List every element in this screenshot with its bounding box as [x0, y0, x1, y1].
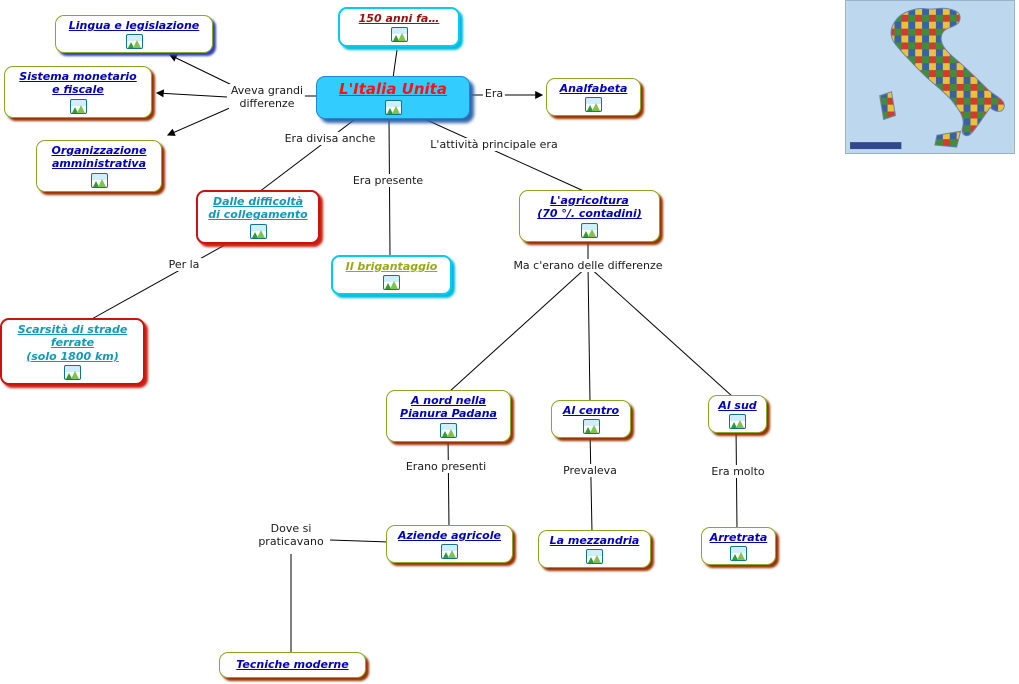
node-italia-unita-label: L'Italia Unita — [339, 80, 447, 98]
node-agricoltura[interactable]: L'agricoltura (70 °/. contadini) — [519, 190, 660, 242]
picture-resource-icon[interactable] — [90, 172, 108, 188]
picture-resource-icon[interactable] — [384, 100, 402, 116]
picture-resource-icon[interactable] — [64, 365, 81, 381]
node-al-centro[interactable]: Al centro — [551, 400, 631, 439]
picture-resource-icon[interactable] — [582, 419, 600, 435]
link-phrase-aveva: Aveva grandi differenze — [228, 84, 306, 111]
node-lingua-legislazione[interactable]: Lingua e legislazione — [55, 15, 213, 54]
node-tecniche-moderne-label: Tecniche moderne — [236, 658, 349, 672]
picture-resource-icon[interactable] — [383, 275, 400, 291]
node-al-sud[interactable]: Al sud — [708, 395, 767, 434]
node-agricoltura-label: L'agricoltura (70 °/. contadini) — [537, 194, 642, 221]
node-al-centro-label: Al centro — [562, 404, 620, 417]
link-phrase-dove-si: Dove si praticavano — [256, 522, 326, 549]
link-phrase-prevaleva: Prevaleva — [561, 464, 619, 478]
picture-resource-icon[interactable] — [441, 544, 458, 560]
node-150-anni-fa-label: 150 anni fa… — [358, 12, 440, 25]
node-difficolta-collegamento-label: Dalle difficoltà di collegamento — [208, 195, 308, 222]
node-scarsita-strade-label: Scarsità di strade ferrate (solo 1800 km… — [17, 323, 128, 363]
picture-resource-icon[interactable] — [390, 27, 408, 43]
node-arretrata[interactable]: Arretrata — [701, 527, 776, 566]
picture-resource-icon[interactable] — [69, 98, 87, 114]
picture-resource-icon[interactable] — [581, 222, 598, 238]
node-analfabeta[interactable]: Analfabeta — [546, 78, 641, 117]
link-phrase-era-presente: Era presente — [350, 174, 426, 188]
node-150-anni-fa[interactable]: 150 anni fa… — [338, 7, 460, 48]
node-difficolta-collegamento[interactable]: Dalle difficoltà di collegamento — [196, 190, 320, 244]
link-phrase-era-molto: Era molto — [709, 465, 767, 479]
node-tecniche-moderne[interactable]: Tecniche moderne — [219, 652, 366, 678]
node-arretrata-label: Arretrata — [709, 531, 768, 544]
link-phrase-erano-presenti: Erano presenti — [403, 460, 489, 474]
node-sistema-monetario-label: Sistema monetario e fiscale — [19, 70, 137, 97]
node-scarsita-strade[interactable]: Scarsità di strade ferrate (solo 1800 km… — [0, 318, 145, 386]
node-lingua-legislazione-label: Lingua e legislazione — [68, 19, 200, 32]
node-nord-pianura-padana-label: A nord nella Pianura Padana — [400, 394, 497, 421]
node-nord-pianura-padana[interactable]: A nord nella Pianura Padana — [386, 390, 511, 442]
picture-resource-icon[interactable] — [730, 546, 747, 562]
picture-resource-icon[interactable] — [585, 97, 602, 113]
node-brigantaggio-label: Il brigantaggio — [345, 260, 438, 273]
node-al-sud-label: Al sud — [718, 399, 757, 412]
link-phrase-ma-cerano: Ma c'erano delle differenze — [511, 259, 665, 273]
picture-resource-icon[interactable] — [125, 34, 143, 50]
italy-mosaic-image — [845, 0, 1015, 154]
node-organizzazione-amministrativa-label: Organizzazione amministrativa — [51, 144, 147, 171]
node-organizzazione-amministrativa[interactable]: Organizzazione amministrativa — [36, 140, 162, 192]
node-aziende-agricole[interactable]: Aziende agricole — [386, 525, 513, 564]
node-aziende-agricole-label: Aziende agricole — [398, 529, 501, 542]
link-phrase-per-la: Per la — [166, 258, 202, 272]
picture-resource-icon[interactable] — [729, 414, 746, 430]
link-phrase-era: Era — [482, 87, 506, 101]
node-italia-unita[interactable]: L'Italia Unita — [316, 76, 470, 120]
picture-resource-icon[interactable] — [586, 549, 603, 565]
picture-resource-icon[interactable] — [249, 223, 267, 239]
italy-map-graphic — [846, 1, 1014, 153]
node-brigantaggio[interactable]: Il brigantaggio — [331, 255, 452, 296]
node-analfabeta-label: Analfabeta — [559, 82, 628, 95]
node-mezzandria-label: La mezzandria — [549, 534, 640, 547]
picture-resource-icon[interactable] — [440, 422, 457, 438]
node-sistema-monetario[interactable]: Sistema monetario e fiscale — [4, 66, 152, 118]
link-phrase-attivita: L'attività principale era — [428, 138, 560, 152]
node-mezzandria[interactable]: La mezzandria — [538, 530, 651, 569]
link-phrase-era-divisa: Era divisa anche — [282, 132, 378, 146]
